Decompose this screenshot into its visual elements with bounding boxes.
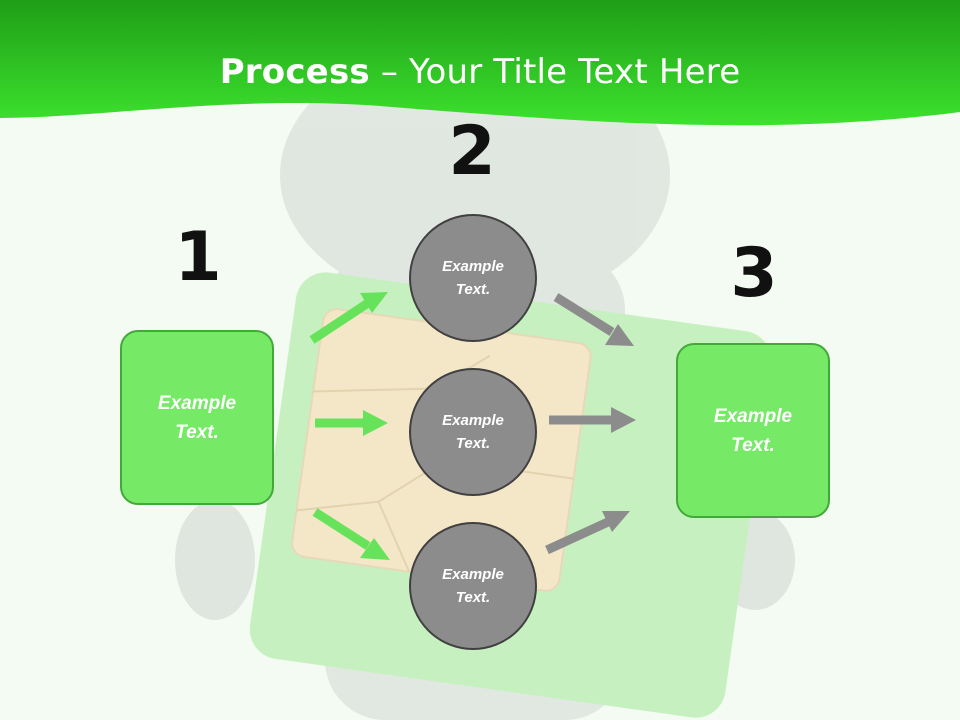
circle-bottom-line2: Text. — [455, 589, 491, 606]
step-2-number: 2 — [448, 112, 496, 191]
circle-middle: Example Text. — [409, 368, 537, 496]
step-3-number: 3 — [730, 234, 778, 313]
circle-top: Example Text. — [409, 214, 537, 342]
arrow-green-up — [309, 292, 388, 344]
step-3-text-line2: Text. — [731, 434, 775, 456]
step-3-box: Example Text. — [676, 343, 830, 518]
step-1-text-line2: Text. — [175, 421, 219, 443]
slide-title: Process – Your Title Text Here — [0, 52, 960, 92]
arrow-green-right — [315, 410, 388, 436]
arrow-gray-down — [553, 293, 634, 346]
title-bold: Process — [219, 52, 370, 92]
step-1-number: 1 — [174, 218, 222, 297]
step-3-text-line1: Example — [713, 405, 793, 427]
circle-middle-line2: Text. — [455, 435, 491, 452]
title-rest: – Your Title Text Here — [369, 52, 741, 92]
arrow-gray-up — [545, 511, 630, 555]
arrow-gray-right — [549, 407, 636, 433]
step-1-text-line1: Example — [157, 392, 237, 414]
circle-top-line2: Text. — [455, 281, 491, 298]
circle-middle-line1: Example — [442, 412, 504, 429]
circle-bottom-line1: Example — [442, 566, 504, 583]
circle-top-line1: Example — [442, 258, 504, 275]
step-1-box: Example Text. — [120, 330, 274, 505]
header-banner — [0, 0, 960, 126]
circle-bottom: Example Text. — [409, 522, 537, 650]
arrow-green-down — [312, 508, 390, 560]
